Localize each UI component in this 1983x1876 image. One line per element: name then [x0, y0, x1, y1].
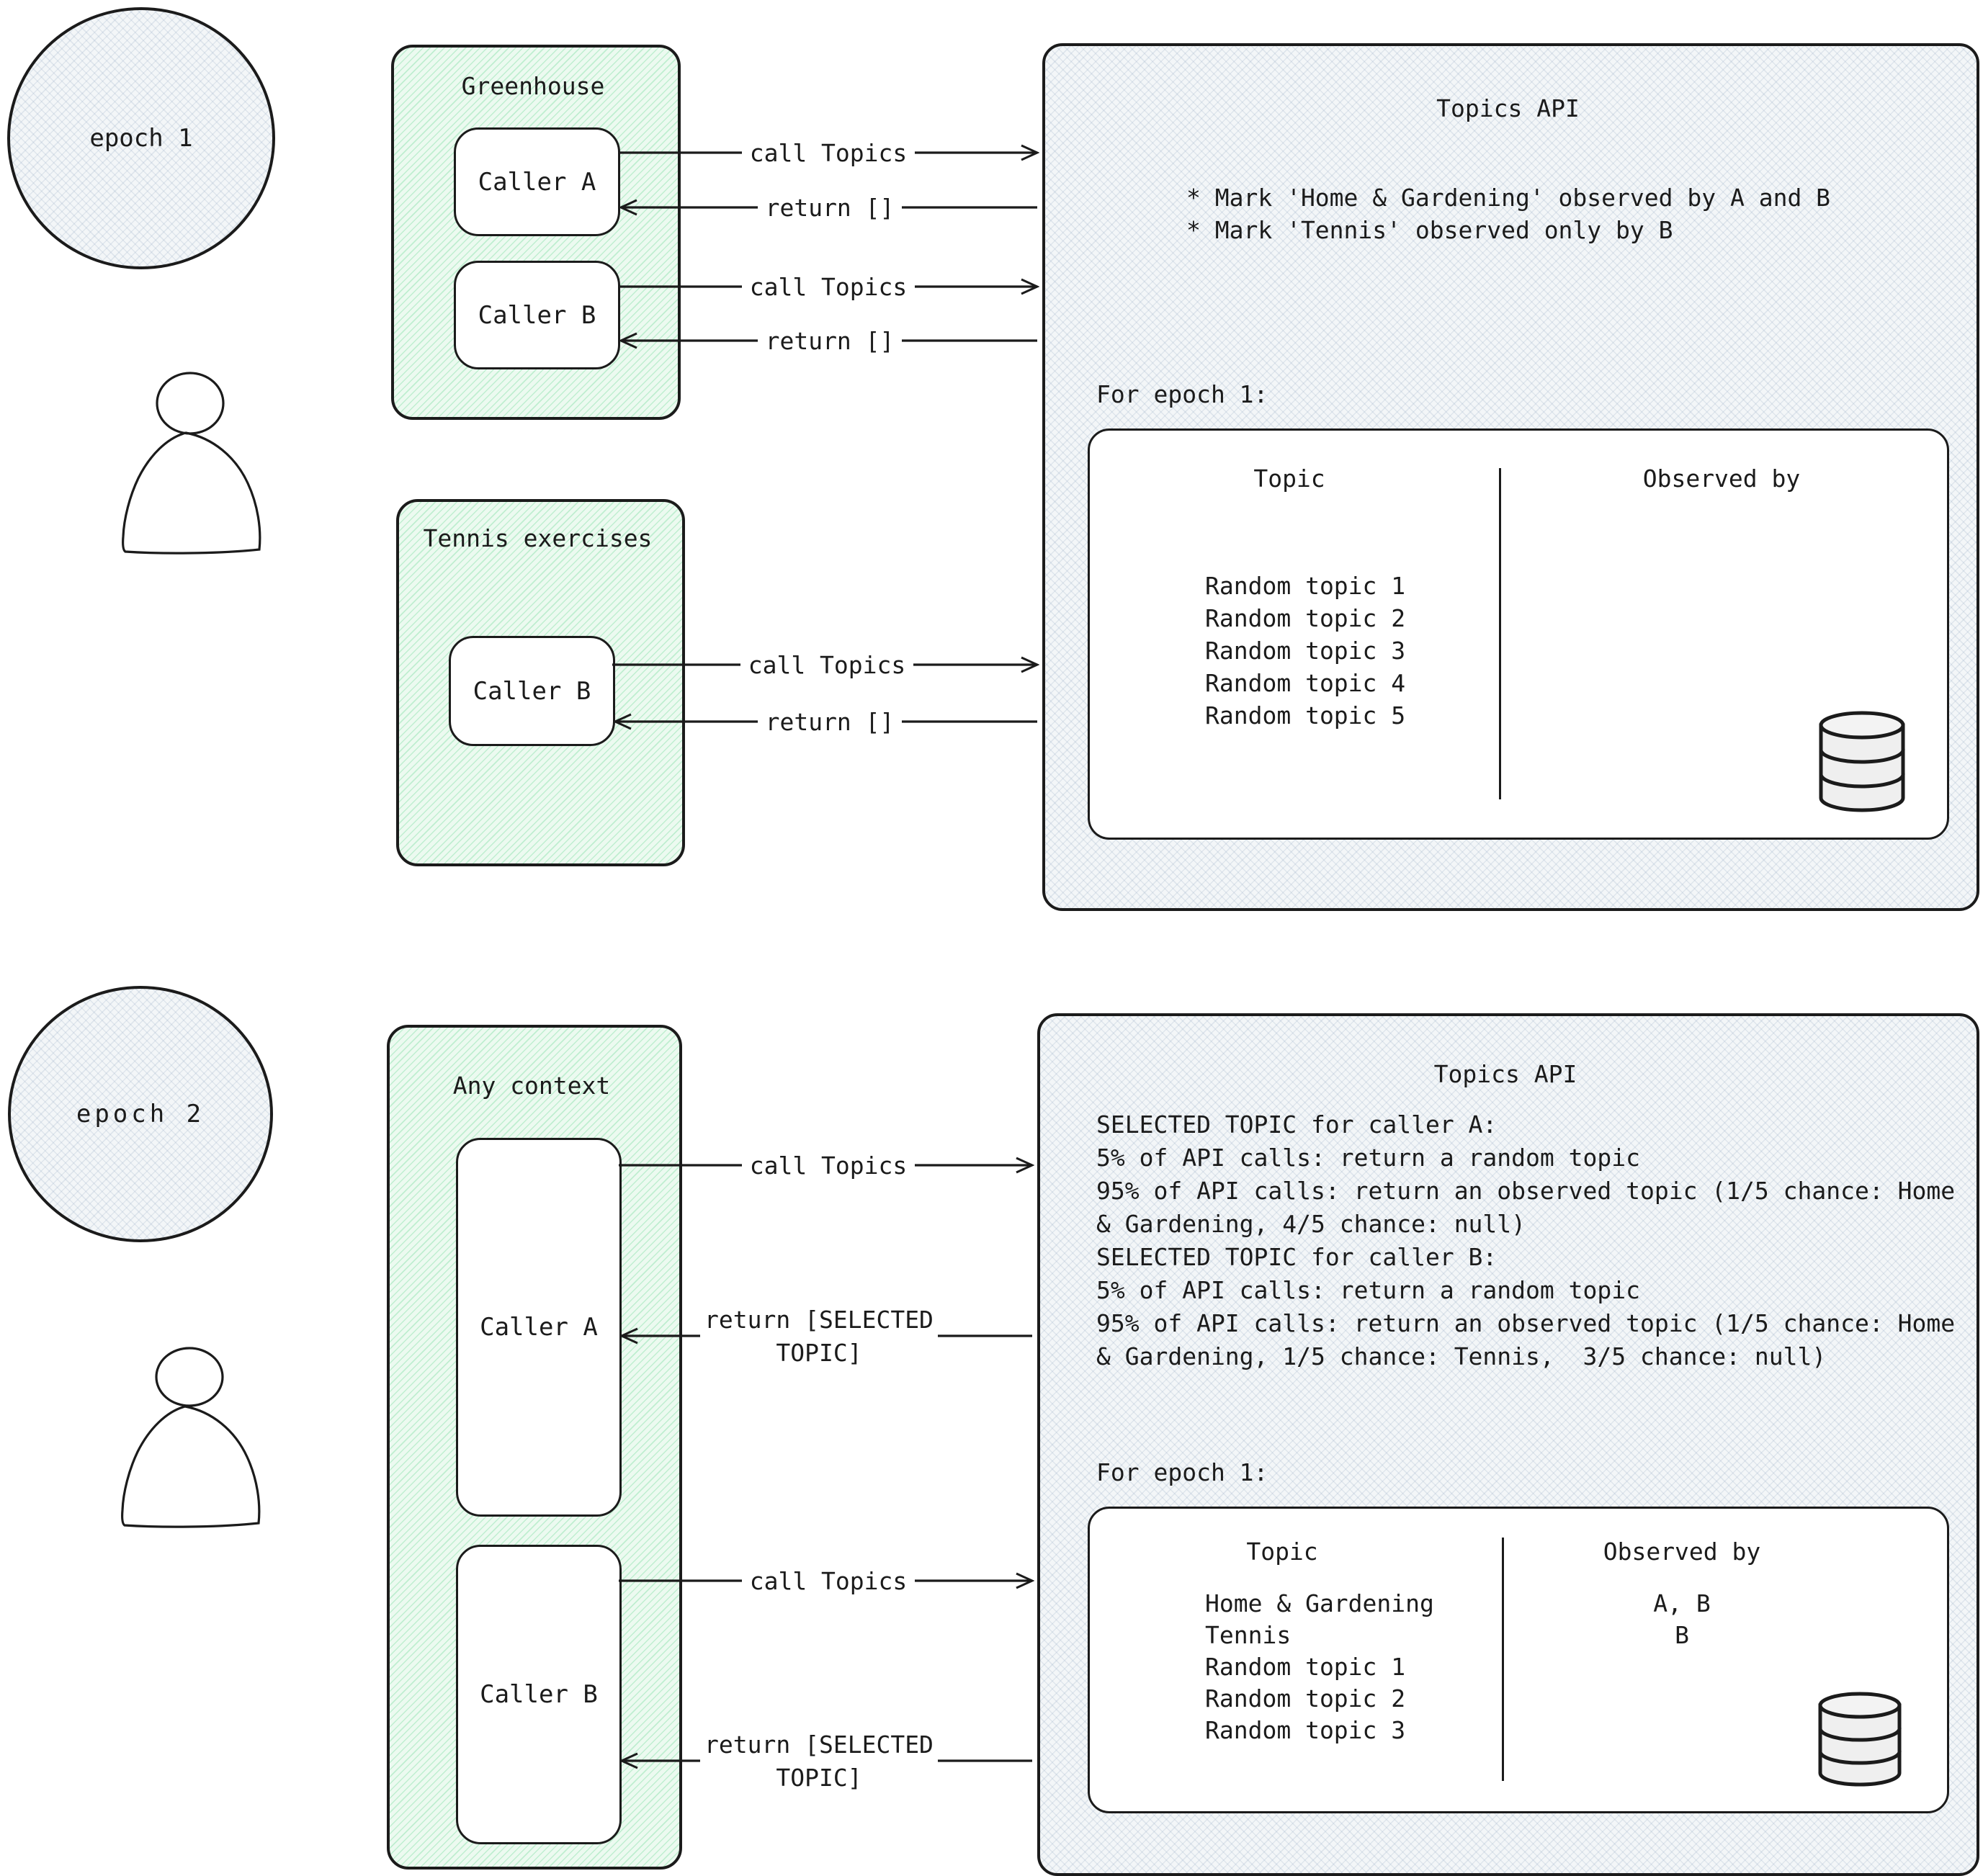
caller-b-label: Caller B: [480, 1680, 598, 1709]
table-row: A, B: [1653, 1589, 1711, 1617]
table-row: Random topic 5: [1205, 701, 1406, 730]
table-row: [1520, 1683, 1844, 1715]
table-row: [1534, 667, 1909, 699]
table-row: Random topic 3: [1205, 1716, 1406, 1744]
rules-line: & Gardening, 4/5 chance: null): [1096, 1210, 1526, 1238]
arrow-label-call: call Topics: [742, 271, 915, 304]
caller-a-box-epoch1: Caller A: [454, 127, 620, 236]
caller-b-box-epoch1: Caller B: [454, 261, 620, 369]
rules-line: 5% of API calls: return a random topic: [1096, 1276, 1640, 1304]
tennis-title: Tennis exercises: [423, 524, 653, 552]
arrow-label-call: call Topics: [740, 649, 913, 682]
any-context-title: Any context: [452, 1072, 611, 1100]
table-row: Home & Gardening: [1205, 1589, 1434, 1617]
epoch2-observed-list: A, B B: [1520, 1588, 1844, 1746]
arrow-label-return: return []: [758, 706, 902, 739]
arrow-label-return-selected: return [SELECTED TOPIC]: [700, 1303, 938, 1370]
rules-line: 95% of API calls: return an observed top…: [1096, 1177, 1956, 1205]
arrow-label-return-selected: return [SELECTED TOPIC]: [700, 1728, 938, 1795]
rules-line: 95% of API calls: return an observed top…: [1096, 1309, 1956, 1337]
topics-api-title-epoch1: Topics API: [1436, 94, 1580, 122]
arrow-label-call: call Topics: [742, 137, 915, 170]
epoch2-table-topic-header: Topic: [1246, 1538, 1318, 1566]
arrow-label-return: return []: [758, 192, 902, 225]
database-icon: [1819, 711, 1905, 812]
table-row: [1534, 699, 1909, 732]
rules-line: & Gardening, 1/5 chance: Tennis, 3/5 cha…: [1096, 1342, 1827, 1370]
note-line: * Mark 'Home & Gardening' observed by A …: [1186, 184, 1831, 212]
greenhouse-title: Greenhouse: [461, 72, 605, 100]
epoch2-table-divider: [1502, 1538, 1504, 1781]
epoch2-bubble: epoch 2: [8, 986, 273, 1242]
caller-b-label: Caller B: [478, 300, 596, 330]
epoch1-topic-list: Random topic 1 Random topic 2 Random top…: [1205, 570, 1405, 732]
table-row: Random topic 1: [1205, 1653, 1406, 1681]
epoch2-bubble-label: epoch 2: [76, 1100, 205, 1128]
topics-api-title-epoch2: Topics API: [1433, 1060, 1577, 1088]
database-icon: [1818, 1692, 1902, 1787]
table-row: [1534, 570, 1909, 602]
epoch1-table-caption: For epoch 1:: [1096, 380, 1268, 408]
arrow-label-call: call Topics: [742, 1565, 915, 1598]
epoch1-table: [1088, 428, 1949, 840]
caller-a-box-epoch2: Caller A: [456, 1138, 622, 1517]
table-row: Random topic 4: [1205, 669, 1406, 697]
caller-b-box-epoch2: Caller B: [456, 1545, 622, 1844]
person-icon: [122, 372, 261, 555]
caller-a-label: Caller A: [480, 1313, 598, 1342]
epoch1-table-divider: [1499, 468, 1501, 799]
table-row: Random topic 3: [1205, 637, 1406, 665]
epoch1-bubble: epoch 1: [7, 7, 275, 269]
table-row: [1520, 1715, 1844, 1746]
table-row: Random topic 2: [1205, 604, 1406, 632]
rules-line: SELECTED TOPIC for caller B:: [1096, 1243, 1498, 1271]
arrow-label-call: call Topics: [742, 1149, 915, 1182]
table-row: B: [1675, 1621, 1689, 1649]
caller-a-label: Caller A: [478, 167, 596, 197]
rules-line: 5% of API calls: return a random topic: [1096, 1144, 1640, 1172]
epoch1-bubble-label: epoch 1: [89, 124, 193, 153]
epoch2-table-caption: For epoch 1:: [1096, 1458, 1268, 1486]
table-row: Tennis: [1205, 1621, 1292, 1649]
arrow-label-return: return []: [758, 325, 902, 358]
person-icon: [121, 1347, 261, 1528]
caller-b-label: Caller B: [473, 676, 591, 706]
epoch2-table: [1088, 1507, 1949, 1813]
epoch1-table-observed-header: Observed by: [1642, 464, 1801, 493]
epoch2-topic-list: Home & Gardening Tennis Random topic 1 R…: [1205, 1588, 1434, 1746]
epoch2-table-observed-header: Observed by: [1603, 1538, 1761, 1566]
table-row: Random topic 2: [1205, 1684, 1406, 1713]
table-row: Random topic 1: [1205, 572, 1406, 600]
selection-rules-text: SELECTED TOPIC for caller A: 5% of API c…: [1096, 1108, 1955, 1373]
note-line: * Mark 'Tennis' observed only by B: [1186, 216, 1673, 244]
arrow-lines: [612, 153, 1037, 1761]
table-row: [1534, 602, 1909, 634]
table-row: [1534, 634, 1909, 667]
rules-line: SELECTED TOPIC for caller A:: [1096, 1110, 1498, 1139]
epoch1-observed-list: [1534, 570, 1909, 732]
epoch1-table-topic-header: Topic: [1253, 464, 1325, 493]
table-row: [1520, 1651, 1844, 1683]
topics-api-notes: * Mark 'Home & Gardening' observed by A …: [1186, 181, 1830, 246]
caller-b-box-tennis: Caller B: [449, 636, 615, 746]
